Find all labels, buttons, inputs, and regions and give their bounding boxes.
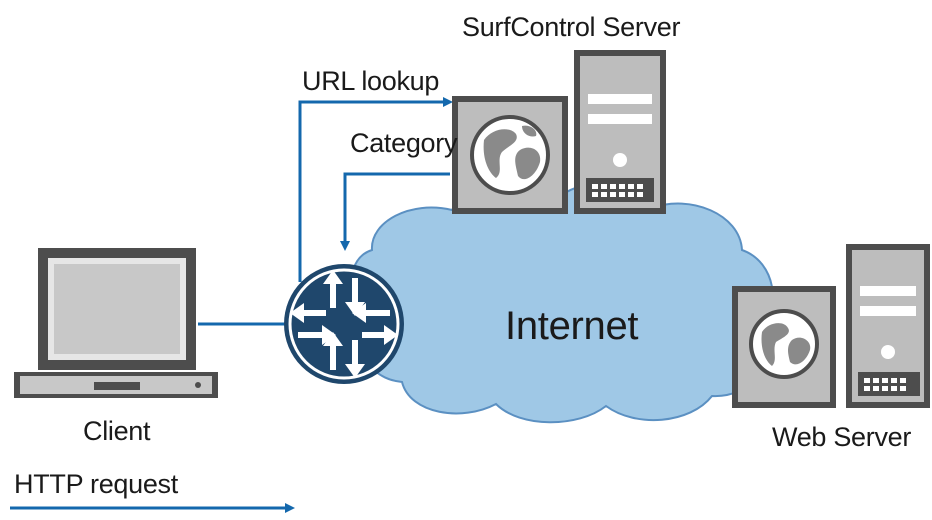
router-icon <box>284 264 404 384</box>
surfcontrol-globe-icon <box>452 96 568 214</box>
surfcontrol-server-tower-icon <box>574 50 666 214</box>
category-arrow <box>340 172 450 251</box>
internet-label: Internet <box>505 304 639 348</box>
url-lookup-arrow <box>298 97 453 282</box>
internet-cloud-icon <box>351 182 774 424</box>
web-server-label: Web Server <box>772 422 912 452</box>
http-request-label: HTTP request <box>14 469 178 499</box>
laptop-icon <box>14 248 218 398</box>
category-label: Category <box>350 128 458 158</box>
surfcontrol-server-label: SurfControl Server <box>462 12 681 42</box>
web-server-tower-icon <box>846 244 930 408</box>
web-server-globe-icon <box>732 286 836 408</box>
url-lookup-label: URL lookup <box>302 66 440 96</box>
client-label: Client <box>83 416 151 446</box>
